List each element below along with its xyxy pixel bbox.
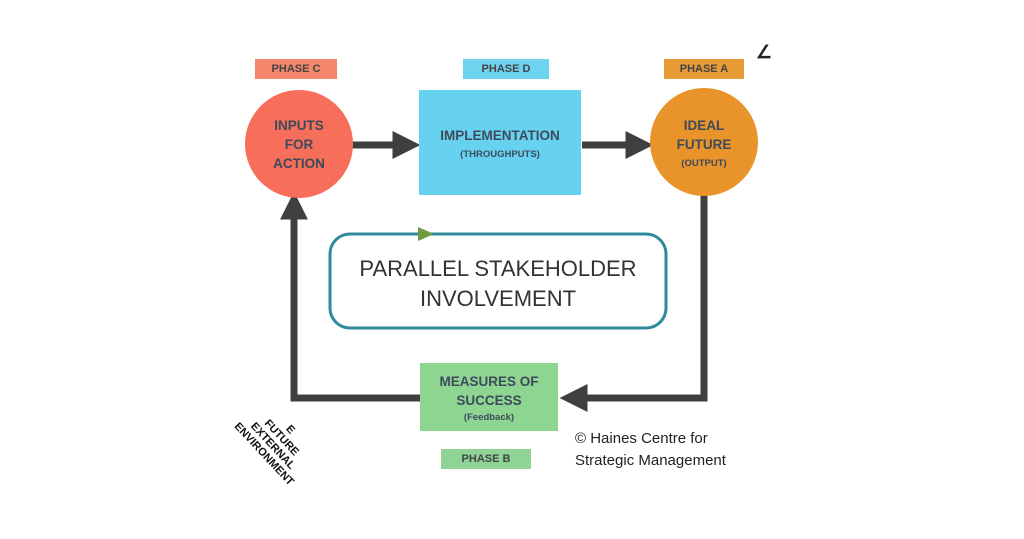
- phase-c-tag: PHASE C: [255, 59, 337, 79]
- inputs-for-action-node: INPUTS FOR ACTION: [245, 90, 353, 198]
- phase-b-tag: PHASE B: [441, 449, 531, 469]
- arrow-future-to-measures: [559, 194, 708, 412]
- implementation-subtitle: (THROUGHPUTS): [460, 148, 540, 160]
- stakeholder-arrow-icon: [418, 227, 434, 241]
- arrow-measures-to-inputs: [280, 191, 420, 402]
- copyright-credit: © Haines Centre for Strategic Management: [575, 430, 726, 469]
- ideal-future-title: IDEAL FUTURE: [676, 117, 732, 152]
- parallel-stakeholder-label: PARALLEL STAKEHOLDER INVOLVEMENT: [359, 256, 637, 311]
- measures-of-success-node: MEASURES OF SUCCESS (Feedback): [420, 363, 558, 431]
- phase-d-tag: PHASE D: [463, 59, 549, 79]
- corner-mark: ∠: [756, 42, 773, 62]
- inputs-title: INPUTS FOR ACTION: [273, 117, 325, 171]
- measures-title: MEASURES OF SUCCESS: [439, 373, 539, 408]
- implementation-node: IMPLEMENTATION (THROUGHPUTS): [419, 90, 581, 195]
- implementation-title: IMPLEMENTATION: [440, 127, 560, 143]
- measures-subtitle: (Feedback): [463, 411, 515, 423]
- ideal-future-subtitle: (OUTPUT): [681, 157, 727, 169]
- phase-a-tag: PHASE A: [664, 59, 744, 79]
- ideal-future-node: IDEAL FUTURE (OUTPUT): [650, 88, 758, 196]
- stakeholder-frame: [328, 232, 668, 330]
